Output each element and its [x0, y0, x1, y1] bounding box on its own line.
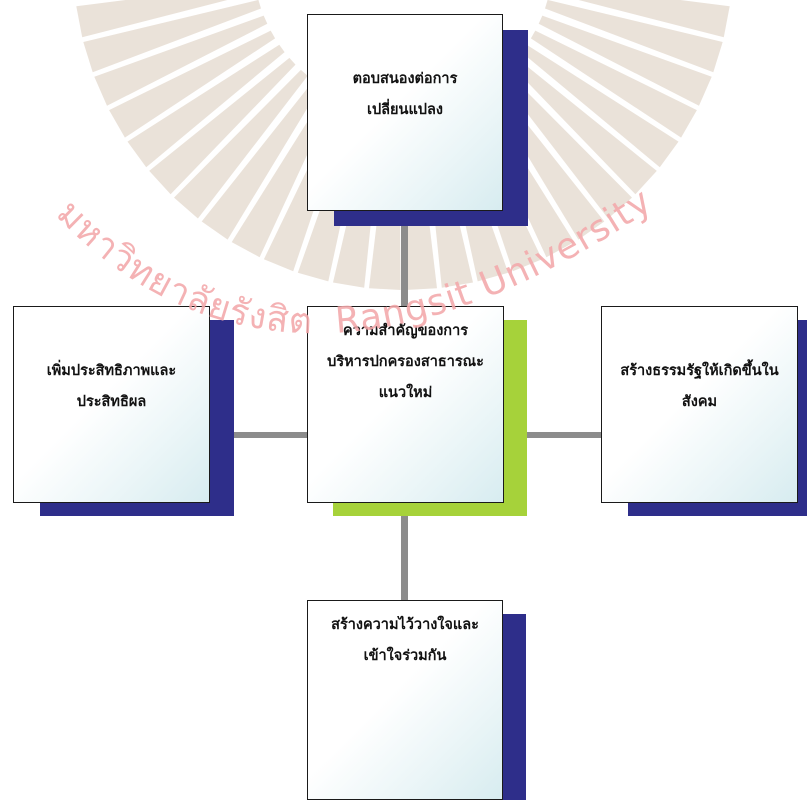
node-bottom-line-1: สร้างความไว้วางใจและ: [331, 616, 479, 633]
watermark-ray: [530, 30, 697, 138]
watermark-ray: [83, 0, 261, 73]
node-top-line-2: เปลี่ยนแปลง: [367, 101, 443, 118]
connector-top: [401, 210, 408, 310]
node-center-line-3: แนวใหม่: [378, 384, 433, 401]
watermark-ray: [149, 57, 296, 195]
watermark-ray: [578, 0, 730, 38]
watermark-ray: [545, 0, 723, 73]
watermark-ray: [538, 15, 712, 106]
node-center-line-1: ความสำคัญของการ: [343, 322, 468, 339]
node-left-line-2: ประสิทธิผล: [76, 393, 147, 410]
node-left-line-1: เพิ่มประสิทธิภาพและ: [46, 362, 177, 379]
node-bottom-line-2: เข้าใจร่วมกัน: [363, 647, 447, 664]
node-center: ความสำคัญของการ บริหารปกครองสาธารณะ แนวใ…: [307, 306, 504, 503]
watermark-ray: [498, 69, 632, 219]
watermark-ray: [76, 0, 228, 38]
watermark-ray: [94, 15, 268, 106]
node-top-line-1: ตอบสนองต่อการ: [352, 70, 458, 87]
node-right-line-1: สร้างธรรมรัฐให้เกิดขึ้นใน: [620, 362, 779, 379]
node-right: สร้างธรรมรัฐให้เกิดขึ้นใน สังคม: [601, 306, 798, 503]
watermark-ray: [127, 44, 285, 168]
watermark-thai: มหาวิทยาลัยรังสิต: [49, 192, 314, 342]
watermark-ray: [510, 57, 657, 195]
node-left: เพิ่มประสิทธิภาพและ ประสิทธิผล: [13, 306, 210, 503]
watermark-ray: [109, 30, 276, 138]
connector-left: [210, 432, 310, 438]
connector-bottom: [401, 505, 408, 600]
node-bottom: สร้างความไว้วางใจและ เข้าใจร่วมกัน: [307, 600, 503, 800]
node-top: ตอบสนองต่อการ เปลี่ยนแปลง: [307, 14, 503, 211]
watermark-ray: [201, 80, 321, 240]
node-right-line-2: สังคม: [681, 393, 718, 410]
watermark-ray: [174, 69, 308, 219]
watermark-english: Rangsit University: [334, 180, 660, 341]
node-center-line-2: บริหารปกครองสาธารณะ: [327, 353, 484, 370]
watermark-ray: [521, 44, 679, 168]
connector-right: [502, 432, 602, 438]
